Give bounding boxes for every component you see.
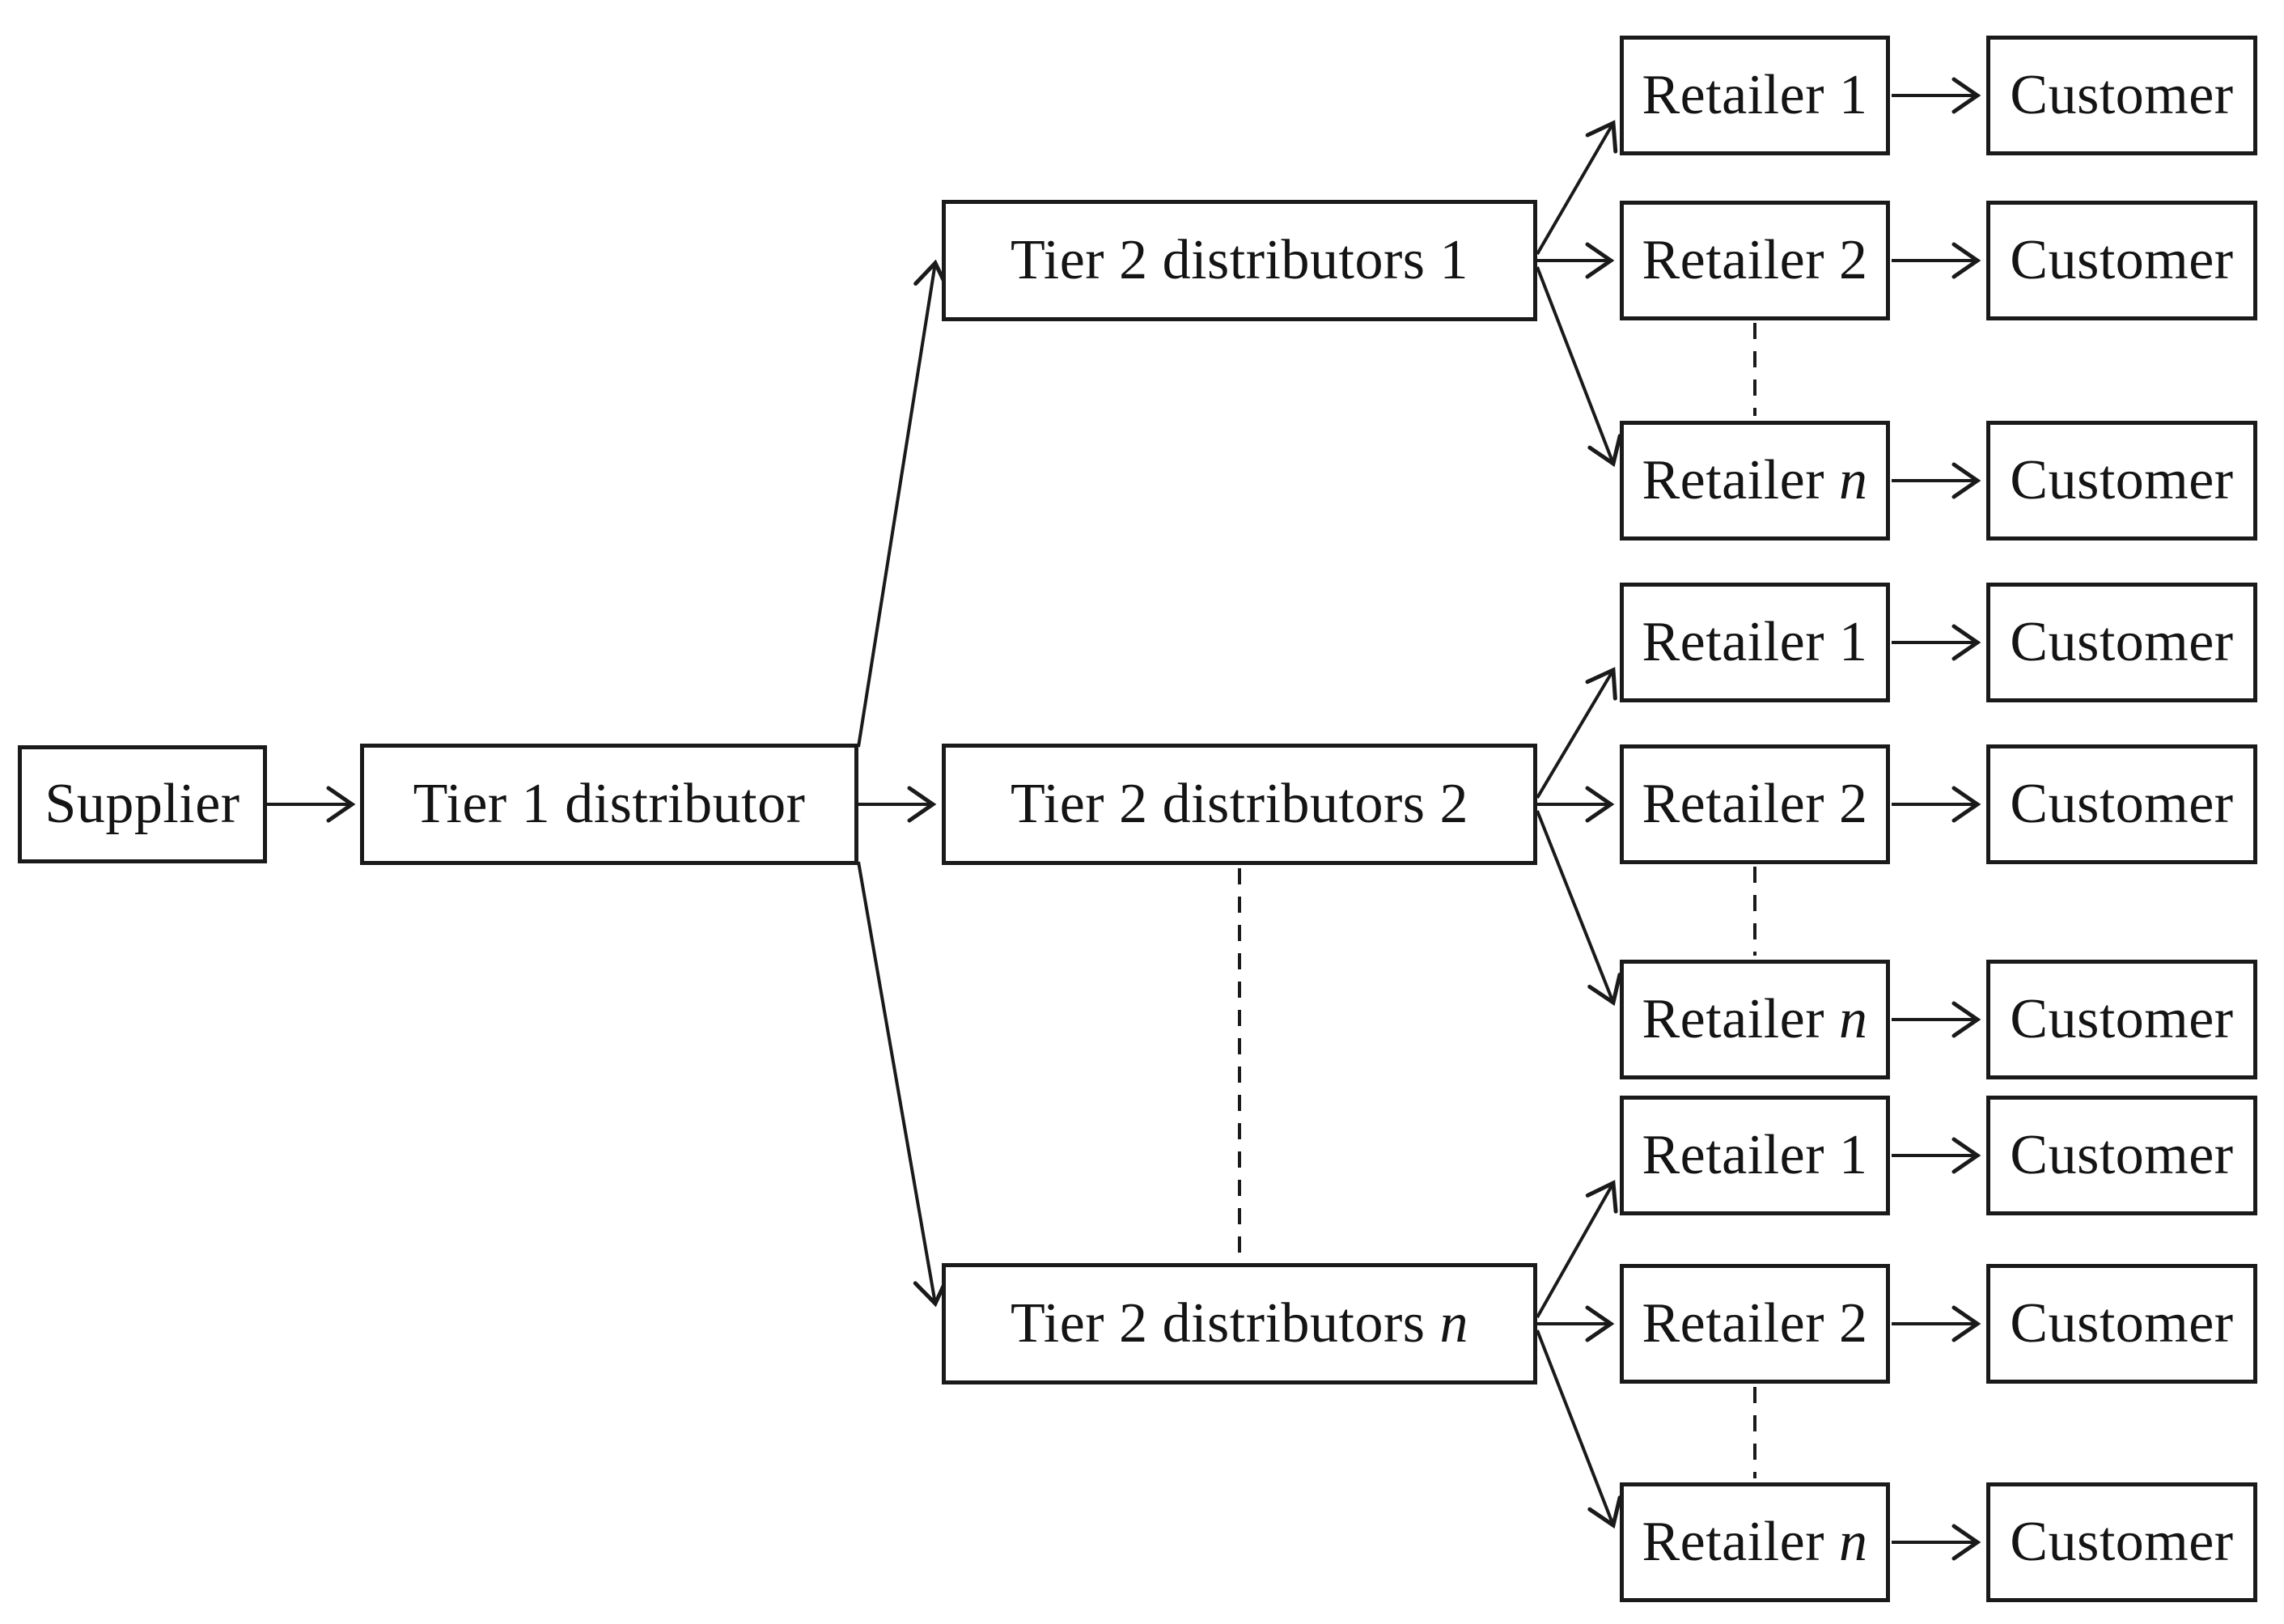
customer-label: Customer (2010, 1514, 2233, 1571)
customer-label: Customer (2010, 232, 2233, 289)
customer-box: Customer (1986, 1264, 2257, 1384)
retailer-label-text: Retailer 1 (1642, 1124, 1868, 1186)
retailer-box: Retailer 1 (1620, 1096, 1890, 1215)
retailer-label: Retailer 1 (1642, 1127, 1867, 1184)
customer-box: Customer (1986, 421, 2257, 541)
customer-label-text: Customer (2010, 64, 2234, 126)
arrow-tier2-2-to-retailer-1 (1536, 667, 1617, 799)
retailer-box: Retailer 2 (1620, 201, 1890, 320)
supplier-label: Supplier (44, 776, 239, 833)
retailer-label-text: Retailer 2 (1642, 1292, 1868, 1355)
arrow-tier2-1-to-retailer-n (1536, 266, 1622, 468)
retailer-label: Retailer n (1642, 991, 1867, 1048)
retailer-label-n: n (1839, 988, 1868, 1050)
retailer-box: Retailer n (1620, 1482, 1890, 1602)
retailer-label-text: Retailer 1 (1642, 64, 1868, 126)
retailer-label: Retailer 2 (1642, 776, 1867, 833)
customer-label-text: Customer (2010, 1511, 2234, 1573)
tier2-distributor-n-label: Tier 2 distributors n (1011, 1295, 1468, 1352)
retailer-label: Retailer 2 (1642, 1295, 1867, 1352)
retailer-label-text: Retailer (1642, 449, 1840, 511)
customer-label: Customer (2010, 1127, 2233, 1184)
tier2-distributor-n-box: Tier 2 distributors n (942, 1263, 1537, 1384)
customer-box: Customer (1986, 583, 2257, 702)
tier2-distributor-2-label: Tier 2 distributors 2 (1011, 776, 1468, 833)
arrow-tier1-to-tier2-n (857, 861, 950, 1308)
tier1-distributor-box: Tier 1 distributor (360, 744, 858, 865)
customer-label-text: Customer (2010, 1124, 2234, 1186)
retailer-label: Retailer n (1642, 452, 1867, 509)
tier2-2-label-text: Tier 2 distributors 2 (1010, 773, 1469, 835)
customer-box: Customer (1986, 1096, 2257, 1215)
retailer-label: Retailer 1 (1642, 67, 1867, 124)
retailer-label-text: Retailer 1 (1642, 611, 1868, 673)
arrow-tier2-n-to-retailer-1 (1536, 1180, 1618, 1318)
arrow-tier2-1-to-retailer-1 (1536, 120, 1618, 256)
tier2-1-label-text: Tier 2 distributors 1 (1010, 229, 1469, 291)
retailer-label-text: Retailer (1642, 988, 1840, 1050)
retailer-label: Retailer 1 (1642, 614, 1867, 671)
supplier-box: Supplier (18, 745, 267, 863)
customer-box: Customer (1986, 1482, 2257, 1602)
customer-box: Customer (1986, 36, 2257, 155)
customer-label-text: Customer (2010, 1292, 2234, 1355)
customer-label: Customer (2010, 1295, 2233, 1352)
retailer-label-text: Retailer (1642, 1511, 1840, 1573)
retailer-label: Retailer n (1642, 1514, 1867, 1571)
customer-label: Customer (2010, 614, 2233, 671)
customer-label-text: Customer (2010, 773, 2234, 835)
customer-label-text: Customer (2010, 611, 2234, 673)
supplier-label-text: Supplier (44, 773, 240, 835)
retailer-label: Retailer 2 (1642, 232, 1867, 289)
tier2-n-label-n: n (1439, 1292, 1469, 1355)
tier2-distributor-1-label: Tier 2 distributors 1 (1011, 232, 1468, 289)
customer-label: Customer (2010, 991, 2233, 1048)
retailer-label-n: n (1839, 1511, 1868, 1573)
customer-label: Customer (2010, 776, 2233, 833)
retailer-box: Retailer n (1620, 960, 1890, 1079)
retailer-label-text: Retailer 2 (1642, 773, 1868, 835)
tier2-n-label-text: Tier 2 distributors (1010, 1292, 1440, 1355)
tier1-distributor-label: Tier 1 distributor (413, 776, 806, 833)
retailer-box: Retailer 1 (1620, 583, 1890, 702)
arrow-tier2-n-to-retailer-n (1536, 1329, 1622, 1529)
retailer-box: Retailer 2 (1620, 1264, 1890, 1384)
customer-label: Customer (2010, 452, 2233, 509)
retailer-label-n: n (1839, 449, 1868, 511)
retailer-box: Retailer 1 (1620, 36, 1890, 155)
tier2-distributor-2-box: Tier 2 distributors 2 (942, 744, 1537, 865)
retailer-label-text: Retailer 2 (1642, 229, 1868, 291)
customer-label: Customer (2010, 67, 2233, 124)
retailer-box: Retailer 2 (1620, 744, 1890, 864)
arrow-tier2-2-to-retailer-n (1536, 810, 1622, 1007)
customer-label-text: Customer (2010, 229, 2234, 291)
retailer-box: Retailer n (1620, 421, 1890, 541)
arrow-tier1-to-tier2-1 (857, 259, 950, 748)
tier1-label-text: Tier 1 distributor (413, 773, 806, 835)
customer-box: Customer (1986, 744, 2257, 864)
customer-label-text: Customer (2010, 449, 2234, 511)
customer-box: Customer (1986, 960, 2257, 1079)
tier2-distributor-1-box: Tier 2 distributors 1 (942, 200, 1537, 321)
customer-label-text: Customer (2010, 988, 2234, 1050)
customer-box: Customer (1986, 201, 2257, 320)
